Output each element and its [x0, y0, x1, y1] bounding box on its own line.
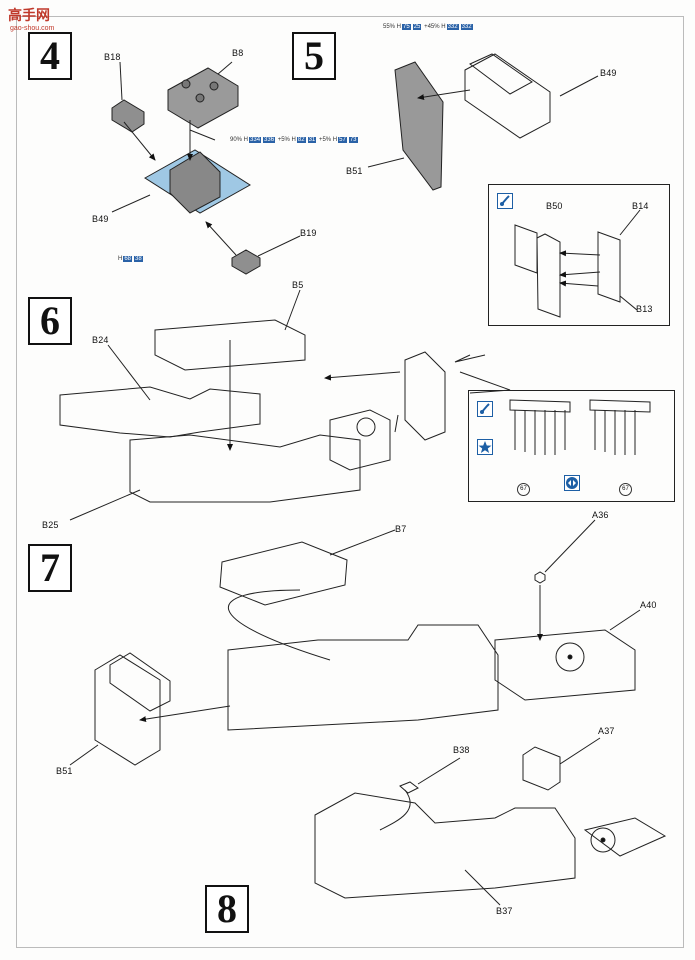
part-label: B49	[600, 68, 617, 78]
page-border	[16, 16, 684, 948]
part-label: B24	[92, 335, 109, 345]
callout-bottom-drawing	[509, 399, 651, 455]
part-label: A40	[640, 600, 657, 610]
watermark-text: 高手网	[8, 7, 50, 23]
step-6-drawing	[59, 289, 446, 521]
part-label: B14	[632, 201, 649, 211]
part-label: B51	[346, 166, 363, 176]
step-5-number: 5	[292, 32, 336, 80]
step-8-drawing	[314, 737, 667, 906]
part-number-mark: 67	[619, 483, 632, 496]
step-7-drawing	[69, 519, 641, 766]
step-8-number: 8	[205, 885, 249, 933]
part-label: B51	[56, 766, 73, 776]
part-label: B8	[232, 48, 244, 58]
step-4-drawing	[111, 61, 301, 275]
flip-icon	[564, 475, 580, 491]
part-label: B49	[92, 214, 109, 224]
part-label: B38	[453, 745, 470, 755]
step-6-number: 6	[28, 297, 72, 345]
part-label: B5	[292, 280, 304, 290]
part-label: B19	[300, 228, 317, 238]
part-label: B18	[104, 52, 121, 62]
part-label: B7	[395, 524, 407, 534]
step-7-number: 7	[28, 544, 72, 592]
part-label: B50	[546, 201, 563, 211]
part-label: A36	[592, 510, 609, 520]
detail-callout-bottom: 67 67	[468, 390, 675, 502]
part-number-mark: 67	[517, 483, 530, 496]
star-icon	[477, 439, 493, 455]
part-label: B25	[42, 520, 59, 530]
step-5-drawing	[367, 53, 599, 191]
callout-top-drawing	[454, 209, 641, 363]
step-4-number: 4	[28, 32, 72, 80]
part-label: A37	[598, 726, 615, 736]
watermark-url: gao-shou.com	[10, 25, 55, 32]
part-label: B37	[496, 906, 513, 916]
brush-icon	[497, 193, 513, 209]
brush-icon	[477, 401, 493, 417]
detail-callout-top	[488, 184, 670, 326]
watermark-logo: 高手网 gao-shou.com	[8, 5, 76, 35]
part-label: B13	[636, 304, 653, 314]
